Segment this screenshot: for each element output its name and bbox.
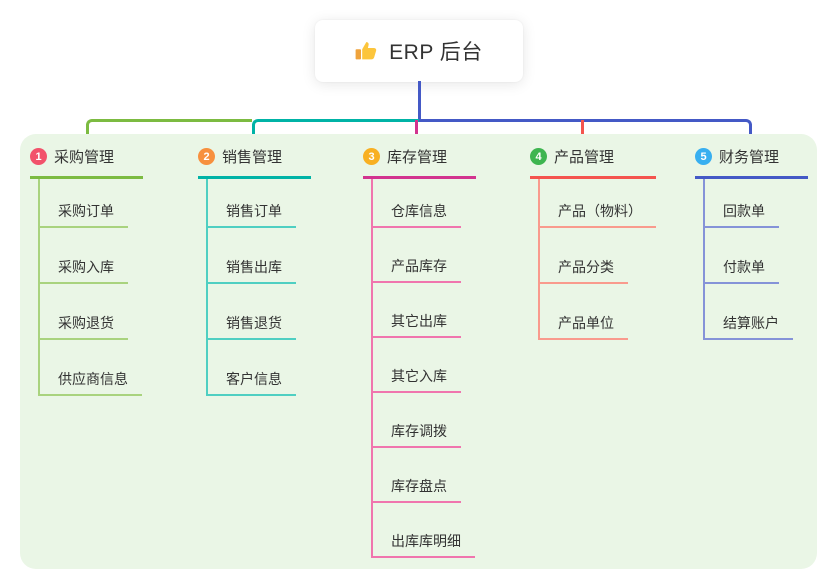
node-purchase-return[interactable]: 采购退货 [38,284,128,340]
node-product-category[interactable]: 产品分类 [538,228,628,284]
node-receipt-bill[interactable]: 回款单 [703,179,779,228]
branch-sales: 2 销售管理 销售订单 销售出库 销售退货 客户信息 [198,146,311,396]
node-outbound-detail[interactable]: 出库库明细 [371,503,475,558]
branch-purchase-label: 采购管理 [54,149,115,166]
node-sales-order[interactable]: 销售订单 [206,179,296,228]
branches-board [20,134,817,569]
branch-product-header[interactable]: 4 产品管理 [530,146,656,179]
node-settlement-account[interactable]: 结算账户 [703,284,793,340]
connector-elbow-branch5 [419,119,752,145]
root-node-erp[interactable]: ERP 后台 [315,20,523,82]
branch-finance-label: 财务管理 [719,149,780,166]
node-sales-outbound[interactable]: 销售出库 [206,228,296,284]
node-stock-count[interactable]: 库存盘点 [371,448,461,503]
node-other-inbound[interactable]: 其它入库 [371,338,461,393]
node-purchase-order[interactable]: 采购订单 [38,179,128,228]
branch-sales-label: 销售管理 [222,149,283,166]
connector-drop-branch4 [581,120,584,145]
node-product-material[interactable]: 产品（物料） [538,179,656,228]
connector-drop-branch3 [415,120,418,145]
branch-inventory-header[interactable]: 3 库存管理 [363,146,476,179]
node-purchase-inbound[interactable]: 采购入库 [38,228,128,284]
branch-finance-children: 回款单 付款单 结算账户 [695,179,808,340]
node-payment-bill[interactable]: 付款单 [703,228,779,284]
branch-finance: 5 财务管理 回款单 付款单 结算账户 [695,146,808,340]
branch-sales-header[interactable]: 2 销售管理 [198,146,311,179]
branch-inventory: 3 库存管理 仓库信息 产品库存 其它出库 其它入库 库存调拨 库存盘点 出库库… [363,146,476,558]
branch-product: 4 产品管理 产品（物料） 产品分类 产品单位 [530,146,656,340]
badge-4: 4 [530,148,547,165]
branch-purchase: 1 采购管理 采购订单 采购入库 采购退货 供应商信息 [30,146,143,396]
node-product-unit[interactable]: 产品单位 [538,284,628,340]
badge-2: 2 [198,148,215,165]
branch-sales-children: 销售订单 销售出库 销售退货 客户信息 [198,179,311,396]
node-product-stock[interactable]: 产品库存 [371,228,461,283]
branch-purchase-children: 采购订单 采购入库 采购退货 供应商信息 [30,179,143,396]
branch-product-label: 产品管理 [554,149,615,166]
branch-purchase-header[interactable]: 1 采购管理 [30,146,143,179]
node-customer-info[interactable]: 客户信息 [206,340,296,396]
thumbs-up-icon [355,42,377,60]
badge-5: 5 [695,148,712,165]
node-warehouse-info[interactable]: 仓库信息 [371,179,461,228]
node-sales-return[interactable]: 销售退货 [206,284,296,340]
node-stock-transfer[interactable]: 库存调拨 [371,393,461,448]
connector-elbow-branch2 [252,119,419,145]
root-node-title: ERP 后台 [389,41,483,64]
branch-finance-header[interactable]: 5 财务管理 [695,146,808,179]
badge-3: 3 [363,148,380,165]
branch-inventory-children: 仓库信息 产品库存 其它出库 其它入库 库存调拨 库存盘点 出库库明细 [363,179,476,558]
root-stem-line [418,81,421,120]
connector-elbow-branch1 [86,119,252,145]
node-other-outbound[interactable]: 其它出库 [371,283,461,338]
badge-1: 1 [30,148,47,165]
node-supplier-info[interactable]: 供应商信息 [38,340,142,396]
branch-product-children: 产品（物料） 产品分类 产品单位 [530,179,656,340]
branch-inventory-label: 库存管理 [387,149,448,166]
